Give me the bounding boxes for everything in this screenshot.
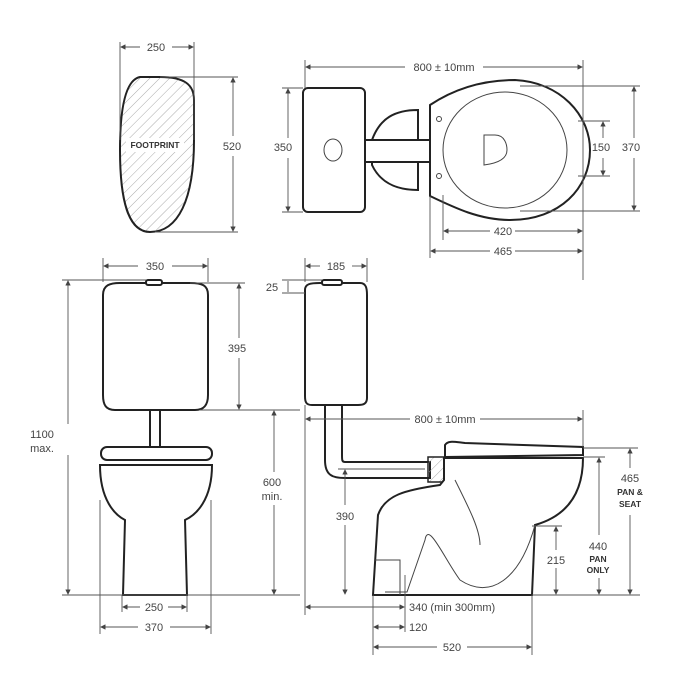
dim-plan-length: 800 ± 10mm [413,62,474,74]
dim-side-pan-height-note2: ONLY [587,565,610,575]
dim-side-outlet-setout: 120 [409,622,427,634]
dim-side-cistern-depth: 185 [327,261,345,273]
dim-front-cistern-width: 350 [146,261,164,273]
dim-plan-bowl-inner: 150 [592,142,610,154]
dim-side-seat-height-note1: PAN & [617,487,643,497]
dim-front-cistern-height: 395 [228,343,246,355]
dim-front-pan-width: 370 [145,622,163,634]
footprint-label: FOOTPRINT [130,140,180,150]
dim-plan-465: 465 [494,246,512,258]
dim-side-pan-length: 520 [443,642,461,654]
dim-side-length: 800 ± 10mm [414,414,475,426]
dim-front-base-width: 250 [145,602,163,614]
dim-side-seat-height: 465 [621,473,639,485]
dim-side-cistern-bottom: 600 [263,477,281,489]
dim-footprint-depth: 520 [223,141,241,153]
dim-front-overall-height: 1100 [30,429,54,441]
dim-footprint-width: 250 [147,42,165,54]
dim-side-seat-height-note2: SEAT [619,499,642,509]
dim-side-pan-height-note1: PAN [589,554,606,564]
dim-side-inlet-height: 390 [336,511,354,523]
dim-plan-bowl-width: 370 [622,142,640,154]
dim-side-cistern-bottom-note: min. [262,491,283,503]
footprint-shape [118,76,195,234]
footprint-view: FOOTPRINT 250 520 [118,42,241,234]
dim-side-outlet-height: 215 [547,555,565,567]
side-view: 185 25 800 ± 10mm 600 min. 390 215 440 P… [262,258,643,655]
front-view: 350 395 1100 max. 250 370 [30,258,300,634]
dim-plan-420: 420 [494,226,512,238]
dim-side-setout: 340 (min 300mm) [409,602,495,614]
dim-side-pan-height: 440 [589,541,607,553]
dim-front-overall-height-note: max. [30,443,54,455]
dim-side-button-height: 25 [266,282,278,294]
dim-plan-cistern-depth: 350 [274,142,292,154]
plan-view: 800 ± 10mm 350 150 370 420 465 [274,60,640,280]
